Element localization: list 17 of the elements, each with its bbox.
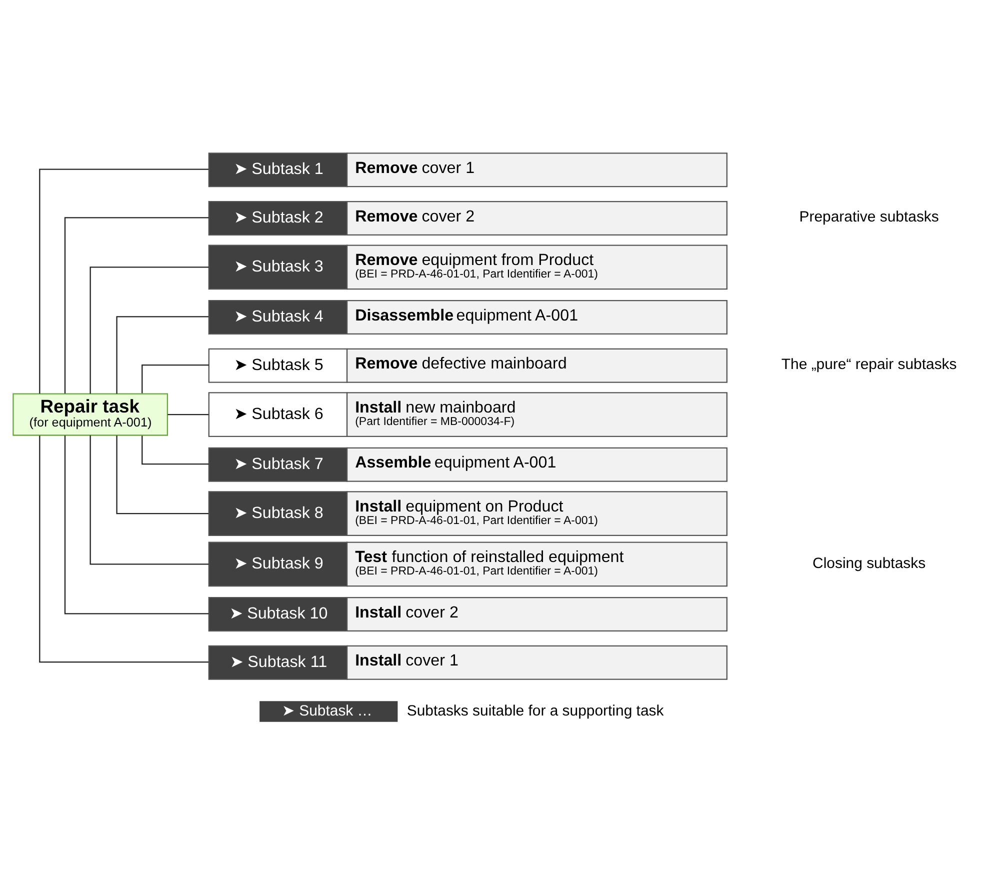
connector bbox=[142, 435, 209, 464]
connector bbox=[116, 316, 209, 394]
label: Preparative subtasks bbox=[799, 208, 939, 226]
connector bbox=[64, 434, 209, 614]
connector bbox=[39, 435, 209, 662]
connector bbox=[39, 168, 209, 394]
label: The „pure“ repair subtasks bbox=[781, 355, 957, 372]
connector bbox=[64, 216, 209, 393]
label: Closing subtasks bbox=[812, 554, 926, 572]
legend-label: Subtasks suitable for a supporting task bbox=[406, 702, 664, 719]
connector bbox=[142, 364, 209, 393]
connector bbox=[90, 434, 209, 564]
connector bbox=[90, 266, 209, 394]
connector bbox=[116, 435, 209, 514]
node-box: Repair task (for equipment A-001) bbox=[12, 392, 168, 436]
connector bbox=[168, 413, 209, 415]
label: ➤ Subtask … bbox=[282, 702, 372, 719]
